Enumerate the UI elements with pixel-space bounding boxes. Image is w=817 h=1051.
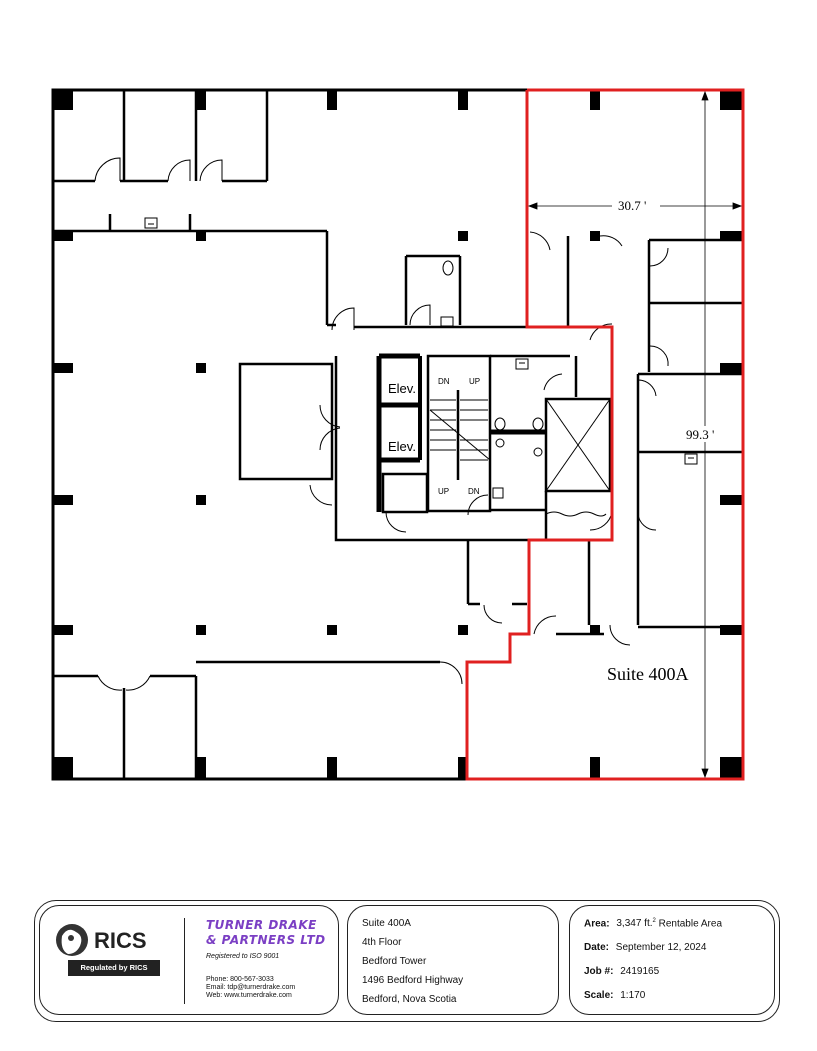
firm-iso: Registered to ISO 9001 — [206, 953, 280, 960]
address-line-5: Bedford, Nova Scotia — [362, 994, 457, 1005]
dimension-width-label: 30.7 ' — [618, 198, 646, 213]
area-value: 3,347 ft. — [616, 918, 653, 930]
date-label: Date: — [584, 942, 610, 953]
suite-400a-outline — [465, 88, 745, 781]
logo-panel: RICS Regulated by RICS TURNER DRAKE & PA… — [39, 905, 339, 1015]
stair-down-label-2: DN — [468, 487, 480, 496]
area-superscript: 2 — [652, 918, 656, 924]
area-row: Area: 3,347 ft.2 Rentable Area — [584, 918, 722, 929]
stair-up-label-1: UP — [469, 377, 480, 386]
suite-label: Suite 400A — [607, 664, 689, 684]
firm-email: Email: tdp@turnerdrake.com — [206, 984, 296, 991]
date-row: Date: September 12, 2024 — [584, 942, 706, 953]
address-line-1: Suite 400A — [362, 918, 411, 929]
date-value: September 12, 2024 — [615, 942, 707, 953]
firm-web: Web: www.turnerdrake.com — [206, 992, 292, 999]
job-label: Job #: — [584, 966, 614, 977]
address-panel: Suite 400A 4th Floor Bedford Tower 1496 … — [347, 905, 559, 1015]
title-block: RICS Regulated by RICS TURNER DRAKE & PA… — [34, 900, 780, 1022]
rics-logo-text: RICS — [94, 928, 147, 953]
elevator-label-1: Elev. — [388, 381, 416, 396]
area-label: Area: — [584, 918, 610, 930]
address-line-3: Bedford Tower — [362, 956, 427, 967]
elevator-label-2: Elev. — [388, 439, 416, 454]
firm-name-line1: TURNER DRAKE — [206, 918, 317, 932]
firm-name-line2: & PARTNERS LTD — [206, 933, 326, 947]
rics-regulated-text: Regulated by RICS — [80, 963, 148, 972]
rics-logo: RICS Regulated by RICS — [54, 922, 160, 978]
fixture-icons — [144, 217, 698, 517]
meta-panel: Area: 3,347 ft.2 Rentable Area Date: Sep… — [569, 905, 775, 1015]
scale-value: 1:170 — [620, 990, 646, 1001]
dimension-height-label: 99.3 ' — [686, 427, 714, 442]
floor-plan: 30.7 ' 99.3 ' Suite 400A Elev. Elev. DN … — [51, 88, 745, 781]
address-line-4: 1496 Bedford Highway — [362, 975, 464, 986]
job-row: Job #: 2419165 — [584, 966, 659, 977]
structural-columns — [53, 90, 743, 779]
firm-phone: Phone: 800-567-3033 — [206, 976, 274, 983]
stair-up-label-2: UP — [438, 487, 449, 496]
firm-info: TURNER DRAKE & PARTNERS LTD Registered t… — [206, 918, 330, 999]
door-swings — [94, 157, 669, 691]
rics-regulated-bar: Regulated by RICS — [68, 960, 160, 976]
scale-label: Scale: — [584, 990, 614, 1001]
address-line-2: 4th Floor — [362, 937, 402, 948]
interior-walls — [53, 90, 743, 779]
job-value: 2419165 — [620, 966, 660, 977]
stair-down-label-1: DN — [438, 377, 450, 386]
logo-divider — [184, 918, 185, 1004]
area-suffix: Rentable Area — [655, 918, 723, 930]
scale-row: Scale: 1:170 — [584, 990, 645, 1001]
rics-lion-icon — [56, 924, 88, 956]
